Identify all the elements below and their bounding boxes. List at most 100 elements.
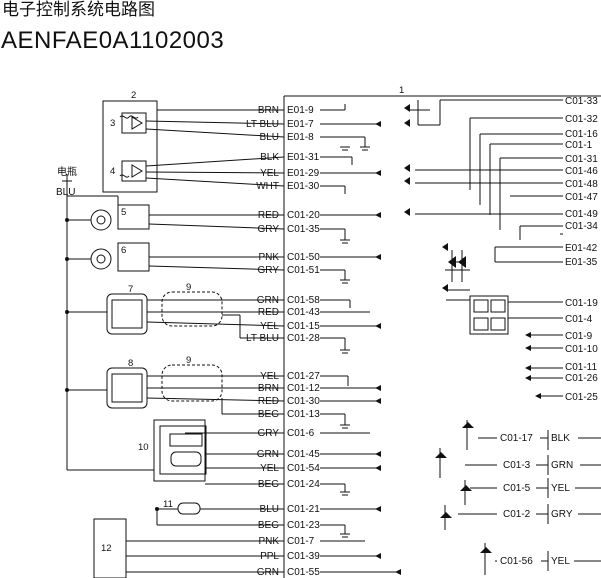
pin-label: C01-32 — [565, 114, 598, 125]
pin-label: C01-6 — [287, 428, 315, 439]
sensor-5-circle — [90, 209, 112, 231]
shield-9-top — [161, 291, 223, 327]
amp-4-icon — [131, 164, 143, 178]
pin-label: C01-27 — [287, 371, 320, 382]
component-11-number: 11 — [163, 499, 173, 510]
pin-label: C01-45 — [287, 449, 320, 460]
wire-color-label: LT BLU — [246, 119, 279, 130]
pin-label: C01-16 — [565, 129, 598, 140]
right-pin-labels-top: C01-33 C01-32 C01-16 C01-1 C01-31 C01-46… — [565, 96, 598, 268]
wire-color-label: RED — [258, 396, 279, 407]
pin-label: C01-55 — [287, 567, 320, 578]
wire-color-label: YEL — [260, 168, 279, 179]
wire-color-label: BEG — [258, 520, 279, 531]
shield-9-bottom — [161, 364, 223, 402]
pin-label: C01-23 — [287, 520, 320, 531]
wire-color-label: PNK — [258, 252, 279, 263]
pin-label: E01-35 — [565, 257, 598, 268]
wire-color-label: GRY — [551, 509, 573, 520]
amp-3-icon — [131, 116, 143, 130]
pin-label: C01-11 — [565, 362, 597, 373]
h-bridge-box — [469, 295, 509, 335]
wire-color-label: BRN — [258, 105, 279, 116]
wire-color-label: GRY — [258, 265, 280, 276]
pin-label: E01-30 — [287, 181, 320, 192]
wire-color-label: YEL — [551, 483, 570, 494]
pin-label: E01-31 — [287, 152, 320, 163]
pin-label: E01-9 — [287, 105, 314, 116]
wire-color-label: GRN — [257, 449, 279, 460]
wire-color-label: BRN — [258, 383, 279, 394]
wire-color-label: LT BLU — [246, 333, 279, 344]
pin-label: C01-25 — [565, 392, 598, 403]
pin-label: C01-46 — [565, 166, 598, 177]
component-10-sensor — [169, 433, 203, 447]
pin-label: C01-34 — [565, 221, 598, 232]
left-wire-colors: BRN LT BLU BLU BLK YEL WHT RED GRY PNK G… — [246, 105, 279, 578]
pin-label: E01-7 — [287, 119, 314, 130]
ecu-right-top-drivers — [410, 99, 563, 282]
pin-label: C01-56 — [500, 556, 533, 567]
coil-3 — [119, 115, 139, 119]
pin-label: E01-42 — [565, 243, 598, 254]
pin-label: C01-33 — [565, 96, 598, 107]
component-6-number: 6 — [121, 245, 126, 256]
component-10-inner — [159, 425, 207, 475]
sensor-4-box — [121, 160, 147, 182]
pin-label: E01-8 — [287, 132, 314, 143]
pin-label: C01-5 — [503, 483, 531, 494]
pin-label: C01-17 — [500, 433, 533, 444]
wire-color-label: GRN — [257, 295, 279, 306]
pin-label: C01-49 — [565, 209, 598, 220]
wire-color-label: BLU — [260, 132, 279, 143]
wire-color-label: BEG — [258, 479, 279, 490]
right-pin-labels-bottom: C01-17 BLK C01-3 GRN C01-5 YEL C01-2 GRY… — [500, 433, 573, 567]
pin-label: C01-54 — [287, 463, 320, 474]
component-3-number: 3 — [110, 118, 115, 129]
sensor-3-box — [121, 112, 147, 134]
ecu-internal-left — [320, 104, 400, 573]
pin-label: C01-7 — [287, 536, 315, 547]
pin-label: C01-4 — [565, 314, 593, 325]
pin-label: C01-50 — [287, 252, 320, 263]
wire-color-label: BLU — [260, 504, 279, 515]
pin-label: C01-15 — [287, 321, 320, 332]
wire-color-label: GRN — [551, 460, 573, 471]
component-7-box — [106, 293, 148, 335]
coil-4 — [119, 174, 130, 178]
pin-label: C01-28 — [287, 333, 320, 344]
pin-label: C01-43 — [287, 307, 320, 318]
component-7-number: 7 — [128, 284, 133, 295]
component-9b-number: 9 — [186, 355, 191, 366]
pin-label: C01-47 — [565, 192, 598, 203]
pin-label: C01-24 — [287, 479, 320, 490]
pin-label: C01-3 — [503, 460, 531, 471]
wire-color-label: YEL — [260, 321, 279, 332]
pin-label: C01-58 — [287, 295, 320, 306]
wire-color-label: PNK — [258, 536, 279, 547]
pin-label: C01-13 — [287, 409, 320, 420]
pin-label: E01-29 — [287, 168, 320, 179]
pin-label: C01-10 — [565, 344, 598, 355]
power-wire-label: BLU — [56, 187, 75, 198]
component-2-number: 2 — [131, 90, 136, 101]
pin-label: C01-39 — [287, 551, 320, 562]
component-12-number: 12 — [101, 543, 112, 554]
page-title: 电子控制系统电路图 — [2, 0, 155, 19]
wire-color-label: YEL — [551, 556, 570, 567]
pin-label: C01-19 — [565, 298, 598, 309]
wire-color-label: GRY — [258, 428, 280, 439]
pin-label: C01-26 — [565, 373, 598, 384]
ground-symbols — [340, 146, 370, 538]
wire-color-label: GRY — [258, 224, 280, 235]
wire-color-label: GRN — [257, 567, 279, 578]
wire-color-label: BLK — [551, 433, 570, 444]
pin-label: C01-30 — [287, 396, 320, 407]
component-10-outer — [153, 419, 206, 482]
component-10-element — [170, 451, 202, 467]
right-pin-labels-mid: C01-19 C01-4 C01-9 C01-10 C01-11 C01-26 … — [565, 298, 598, 403]
ecu-right-bottom — [439, 420, 601, 575]
pin-label: C01-35 — [287, 224, 320, 235]
component-5-number: 5 — [121, 207, 126, 218]
